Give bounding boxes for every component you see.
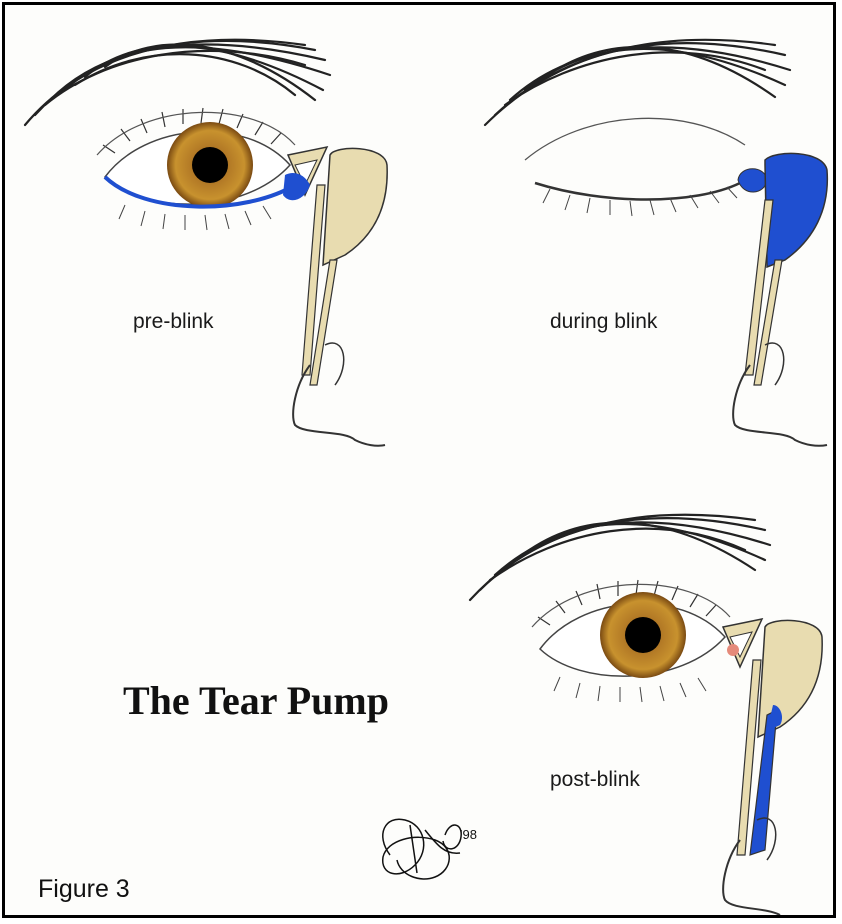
panel-during-blink [485,40,827,446]
diagram-title: The Tear Pump [123,677,389,724]
signature-year: '98 [460,827,477,842]
label-during-blink: during blink [550,310,657,334]
lower-eyelashes [119,205,271,230]
eyebrow [485,40,790,125]
nostril [325,343,344,385]
eyebrow [470,515,770,600]
nostril [765,343,784,385]
figure-caption: Figure 3 [38,875,130,904]
pupil [192,147,228,183]
caruncle [727,644,739,656]
label-pre-blink: pre-blink [133,310,214,334]
label-post-blink: post-blink [550,768,640,792]
artist-signature [383,819,462,879]
panel-pre-blink [25,40,387,446]
closed-eyelid [535,183,740,200]
pupil [625,617,661,653]
panel-post-blink [470,515,822,915]
eyebrow [25,40,330,125]
lower-eyelashes [554,677,706,702]
lacrimal-system [723,619,822,855]
lacrimal-system [283,147,387,385]
closed-lid-crease [525,118,745,160]
tear-pump-illustration [5,5,836,918]
